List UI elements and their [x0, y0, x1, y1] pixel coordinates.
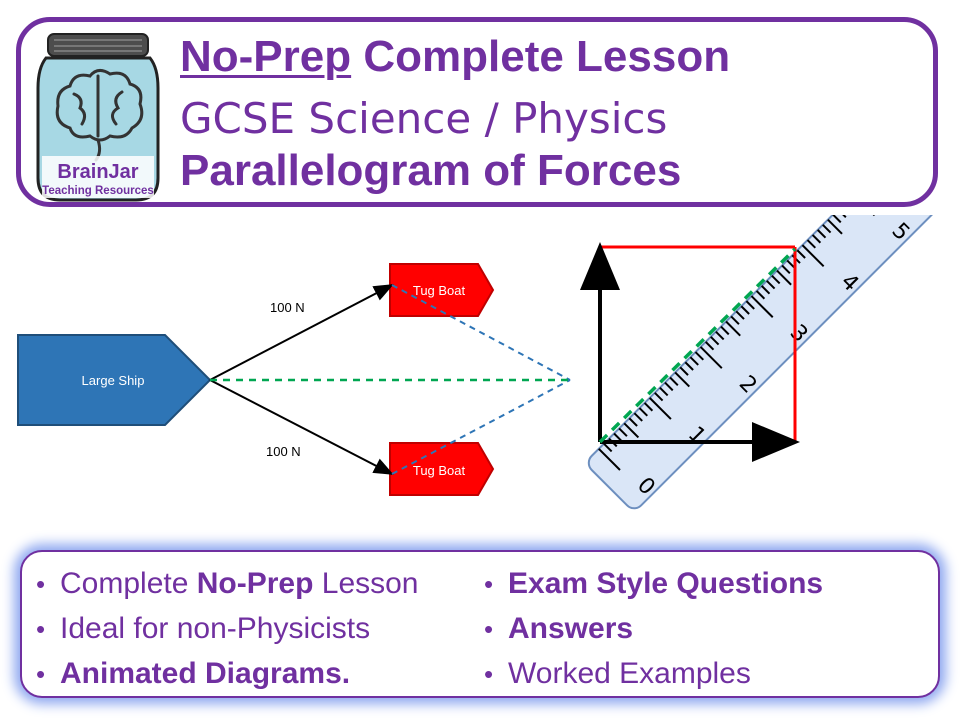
ruler-tick [766, 280, 776, 290]
ruler-tick [760, 285, 771, 295]
feature-item: Ideal for non-Physicists [36, 613, 419, 658]
feature-item: Animated Diagrams. [36, 658, 419, 703]
ruler-tick [822, 224, 832, 234]
ruler-tick [735, 310, 745, 320]
construction-line-bottom [391, 379, 571, 475]
ruler-tick [598, 448, 621, 471]
ruler-tick [633, 412, 643, 422]
tug-top-label: Tug Boat [413, 283, 466, 298]
ruler-tick [781, 264, 791, 274]
logo-name: BrainJar [57, 161, 138, 183]
ruler-tick [659, 386, 669, 397]
ruler-tick [806, 239, 817, 249]
ruler-tick [613, 432, 623, 442]
ruler-tick [725, 320, 741, 337]
ruler-tick [771, 274, 781, 285]
ruler-tick [684, 361, 694, 371]
ruler-tick [832, 215, 842, 224]
ruler-tick [638, 407, 649, 417]
ruler-tick [654, 392, 664, 402]
ruler-tick [796, 249, 806, 259]
topic-title: Parallelogram of Forces [180, 146, 682, 195]
ruler-tick [699, 346, 723, 369]
feature-item: Worked Examples [484, 658, 823, 703]
ruler-tick [740, 305, 750, 315]
ruler-tick [618, 427, 628, 437]
ruler-tick [827, 218, 843, 235]
features-right-list: Exam Style Questions Answers Worked Exam… [484, 568, 823, 703]
force-arrow-bottom [209, 379, 394, 475]
forces-diagram: Large Ship Tug Boat Tug Boat 100 N 100 N… [17, 215, 943, 510]
ruler-tick [669, 376, 679, 386]
ruler-tick [623, 422, 640, 439]
ruler-tick [628, 417, 638, 427]
ruler-tick [715, 330, 725, 341]
ruler-tick [694, 351, 705, 361]
ruler-tick [816, 229, 827, 239]
ruler-tick [755, 290, 766, 300]
ruler-tick [603, 442, 613, 453]
ruler-tick [648, 397, 672, 420]
feature-item: Exam Style Questions [484, 568, 823, 613]
ruler-tick [679, 366, 689, 376]
ruler-tick [801, 244, 825, 268]
ruler-tick [811, 234, 822, 244]
force-arrow-top [209, 284, 394, 381]
ruler-tick [730, 315, 740, 325]
ship-label: Large Ship [82, 373, 145, 388]
ruler-tick [776, 269, 792, 286]
ruler-tick [710, 336, 720, 346]
feature-item: Complete No-Prep Lesson [36, 568, 419, 613]
lesson-type-rest: Complete Lesson [351, 32, 731, 81]
no-prep-underlined: No-Prep [180, 32, 352, 81]
ruler-tick [837, 215, 847, 218]
features-left-list: Complete No-Prep Lesson Ideal for non-Ph… [36, 568, 419, 703]
ruler-tick [664, 381, 674, 392]
ruler-tick [720, 325, 730, 336]
brainjar-logo: BrainJar Teaching Resources [36, 33, 160, 202]
large-ship-shape [17, 334, 212, 426]
brain-icon [55, 69, 144, 162]
logo-tagline: Teaching Resources [42, 185, 154, 197]
force-bottom-label: 100 N [266, 444, 301, 459]
features-box: Complete No-Prep Lesson Ideal for non-Ph… [20, 550, 940, 698]
ruler-tick [745, 300, 755, 310]
subject-title: GCSE Science / Physics [180, 94, 668, 143]
ruler: 0 1 2 3 4 5 [587, 215, 943, 510]
force-top-label: 100 N [270, 300, 305, 315]
tug-bottom-label: Tug Boat [413, 463, 466, 478]
ruler-tick [674, 371, 691, 388]
ruler-tick [704, 341, 715, 351]
ruler-tick [643, 402, 654, 412]
feature-item: Answers [484, 613, 823, 658]
tug-boat-top [389, 263, 495, 317]
ruler-tick [750, 295, 774, 318]
header-frame [16, 17, 938, 207]
construction-line-top [391, 284, 571, 381]
ruler-tick [689, 356, 699, 366]
tug-boat-bottom [389, 442, 495, 496]
resultant-vector [598, 247, 797, 444]
lesson-type-title: No-Prep Complete Lesson [180, 32, 730, 82]
